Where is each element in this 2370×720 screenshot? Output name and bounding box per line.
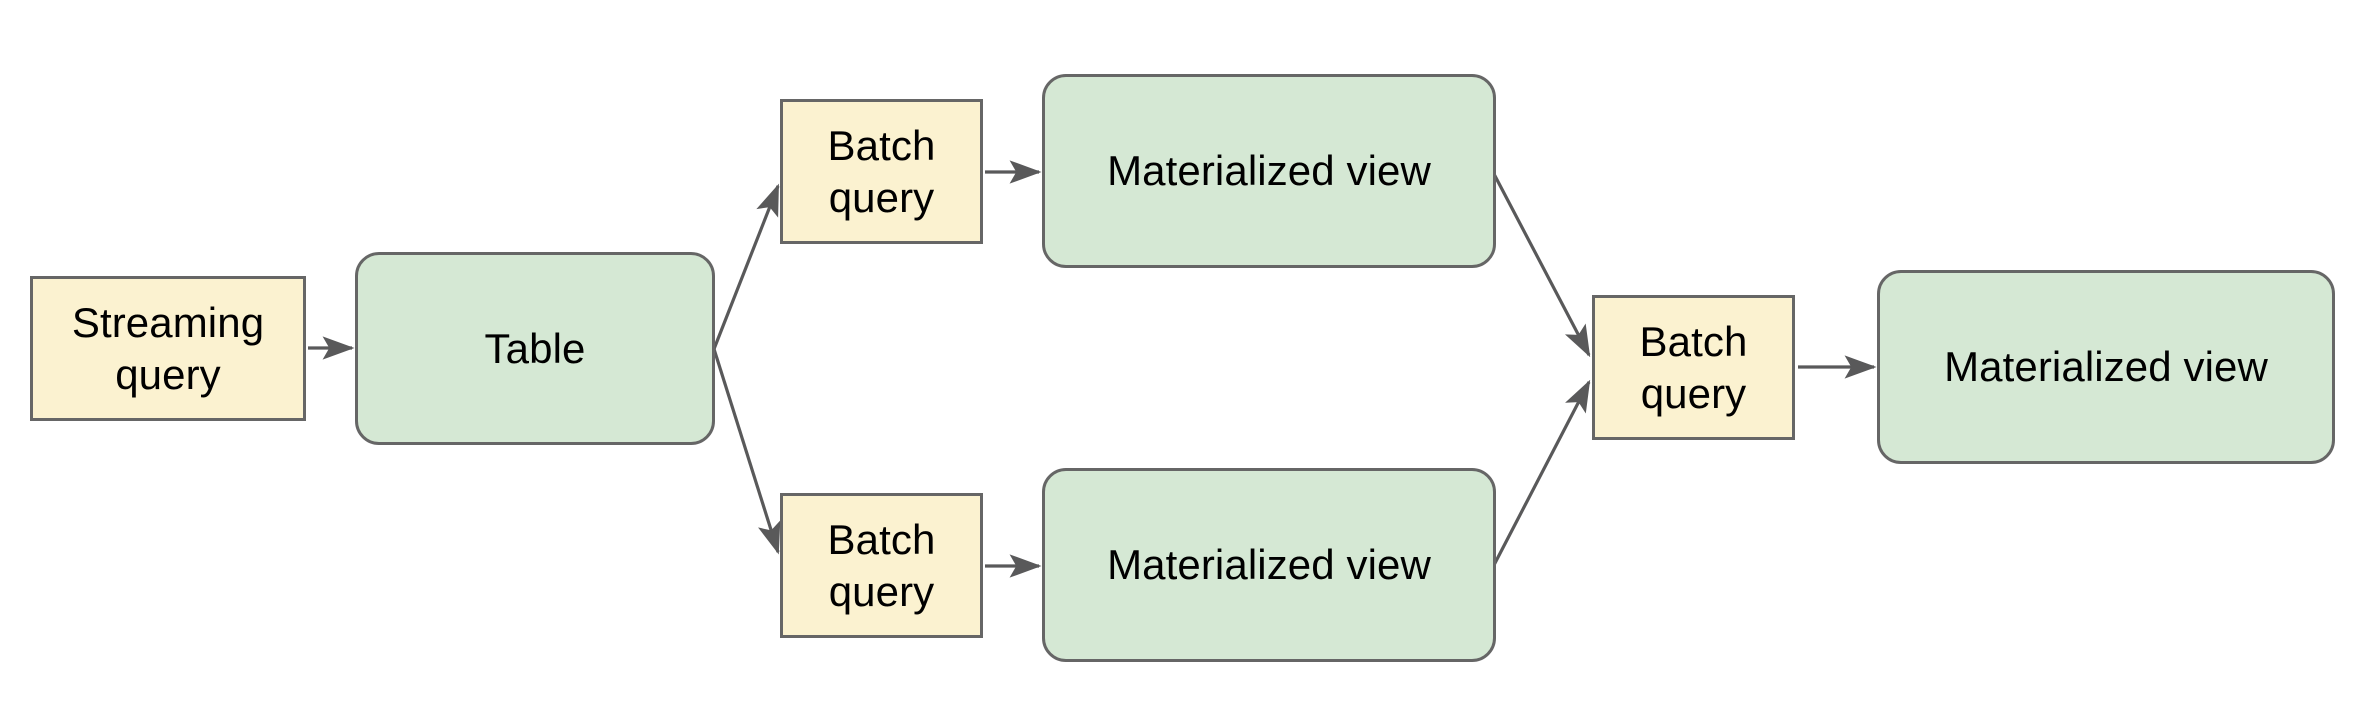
node-table[interactable]: Table bbox=[355, 252, 715, 445]
node-materialized-view-right[interactable]: Materialized view bbox=[1877, 270, 2335, 464]
node-label-streaming-query: Streaming query bbox=[71, 299, 265, 398]
node-label-materialized-view-bottom: Materialized view bbox=[1107, 541, 1431, 589]
node-materialized-view-top[interactable]: Materialized view bbox=[1042, 74, 1496, 268]
node-label-materialized-view-right: Materialized view bbox=[1944, 343, 2268, 391]
node-label-materialized-view-top: Materialized view bbox=[1107, 147, 1431, 195]
edge-table-to-batch-bottom bbox=[712, 348, 781, 555]
node-label-batch-query-bottom: Batch query bbox=[827, 516, 936, 615]
node-batch-query-right[interactable]: Batch query bbox=[1592, 295, 1795, 440]
edge-mv-bottom-to-batch-right bbox=[1492, 379, 1591, 566]
node-batch-query-bottom[interactable]: Batch query bbox=[780, 493, 983, 638]
node-streaming-query[interactable]: Streaming query bbox=[30, 276, 306, 421]
node-materialized-view-bottom[interactable]: Materialized view bbox=[1042, 468, 1496, 662]
node-label-table: Table bbox=[484, 324, 586, 372]
edge-mv-top-to-batch-right bbox=[1492, 173, 1591, 358]
node-label-batch-query-right: Batch query bbox=[1639, 318, 1748, 417]
edge-table-to-batch-top bbox=[712, 183, 780, 350]
node-batch-query-top[interactable]: Batch query bbox=[780, 99, 983, 244]
node-label-batch-query-top: Batch query bbox=[827, 122, 936, 221]
